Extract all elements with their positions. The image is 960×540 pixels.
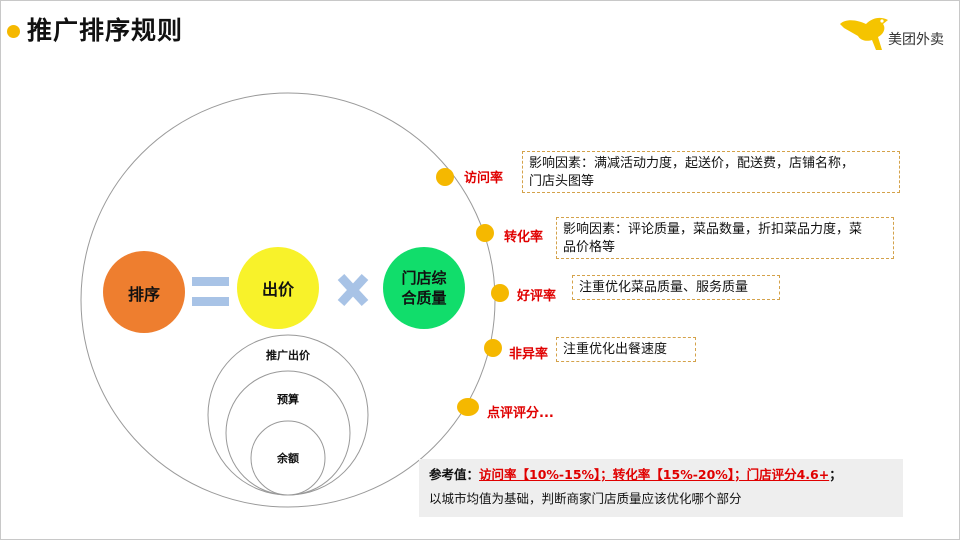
factor-label-review-score: 点评评分...	[487, 406, 554, 421]
factor-note-abnormal-rate: 注重优化出餐速度	[556, 337, 696, 362]
quality-label-line1: 门店综	[401, 269, 447, 287]
reference-suffix: ；	[829, 467, 842, 482]
quality-label-line2: 合质量	[401, 289, 447, 307]
nested-inner-label: 余额	[277, 452, 299, 465]
factor-note-visit-rate-line2: 门店头图等	[529, 174, 595, 189]
factor-label-conversion-rate: 转化率	[504, 230, 544, 245]
factor-note-visit-rate: 影响因素：满减活动力度，起送价，配送费，店铺名称， 门店头图等	[522, 151, 900, 193]
factor-dot-4	[484, 339, 502, 357]
nested-circle-inner	[250, 420, 326, 496]
quality-label: 门店综 合质量	[384, 268, 464, 308]
reference-line1: 参考值：访问率【10%-15%】；转化率【15%-20%】；门店评分4.6+；	[429, 464, 893, 486]
equals-top-bar	[192, 277, 229, 286]
factor-dot-5	[457, 398, 479, 416]
factor-label-visit-rate: 访问率	[464, 171, 504, 186]
logo-text: 美团外卖	[888, 32, 944, 48]
factor-dot-2	[476, 224, 494, 242]
factor-label-good-review-rate: 好评率	[517, 289, 557, 304]
multiply-icon	[337, 273, 369, 307]
kangaroo-icon	[840, 17, 888, 50]
factor-note-conversion-rate-line1: 影响因素：评论质量，菜品数量，折扣菜品力度，菜	[563, 222, 863, 237]
reference-highlight: 访问率【10%-15%】；转化率【15%-20%】；门店评分4.6+	[479, 467, 830, 482]
factor-dot-3	[491, 284, 509, 302]
nested-outer-label: 推广出价	[266, 349, 310, 362]
rank-circle	[103, 251, 185, 333]
factor-note-visit-rate-line1: 影响因素：满减活动力度，起送价，配送费，店铺名称，	[529, 156, 855, 171]
factor-label-abnormal-rate: 非异率	[509, 347, 549, 362]
equals-bottom-bar	[192, 297, 229, 306]
factor-note-conversion-rate: 影响因素：评论质量，菜品数量，折扣菜品力度，菜 品价格等	[556, 217, 894, 259]
bid-label: 出价	[261, 280, 294, 299]
nested-middle-label: 预算	[277, 393, 299, 406]
page-title: 推广排序规则	[27, 16, 184, 45]
bid-circle	[237, 247, 319, 329]
reference-prefix: 参考值：	[429, 467, 480, 482]
factor-dot-1	[436, 168, 454, 186]
title-bullet	[7, 25, 20, 38]
reference-line2: 以城市均值为基础，判断商家门店质量应该优化哪个部分	[429, 491, 742, 506]
reference-box: 参考值：访问率【10%-15%】；转化率【15%-20%】；门店评分4.6+； …	[419, 459, 903, 517]
factor-note-good-review-rate-line1: 注重优化菜品质量、服务质量	[579, 280, 749, 295]
factor-note-abnormal-rate-line1: 注重优化出餐速度	[563, 342, 668, 357]
factor-note-conversion-rate-line2: 品价格等	[563, 240, 616, 255]
factor-note-good-review-rate: 注重优化菜品质量、服务质量	[572, 275, 780, 300]
rank-label: 排序	[127, 285, 160, 304]
quality-circle	[383, 247, 465, 329]
